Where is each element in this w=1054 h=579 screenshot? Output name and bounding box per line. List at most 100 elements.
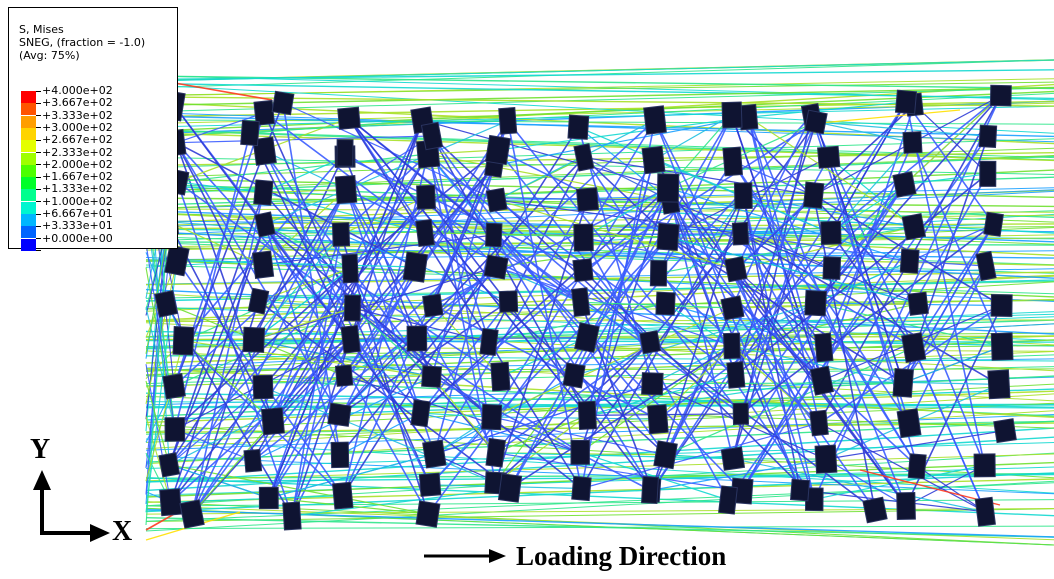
crosslink-node (990, 332, 1014, 361)
fiber (352, 307, 432, 378)
crosslink-node (724, 255, 748, 283)
crosslink-node (252, 136, 277, 166)
crosslink-node (252, 374, 274, 400)
fiber (735, 268, 825, 348)
fiber (182, 340, 274, 422)
crosslink-node (334, 175, 358, 205)
fiber (495, 266, 581, 303)
crosslink-node (406, 325, 428, 352)
legend-value: +3.333e+01 (42, 219, 113, 233)
crosslink-node (732, 402, 749, 425)
crosslink-node (179, 499, 205, 529)
fiber (182, 152, 346, 342)
legend-value: +4.000e+02 (42, 84, 113, 97)
crosslink-node (254, 211, 276, 238)
crosslink-node (656, 222, 680, 252)
fiber (145, 319, 1054, 323)
legend-value: +3.333e+02 (42, 108, 113, 122)
fiber (904, 173, 988, 186)
crosslink-node (820, 220, 842, 245)
fiber (176, 260, 416, 268)
legend-swatch (21, 103, 36, 116)
fiber (291, 487, 511, 517)
legend-tick (36, 164, 41, 166)
fiber (507, 120, 742, 415)
legend-swatch (21, 127, 36, 140)
fiber (491, 307, 733, 418)
crosslink-node (973, 453, 996, 478)
crosslink-node (253, 179, 274, 206)
fiber (191, 420, 274, 515)
crosslink-node (862, 496, 888, 524)
fiber (145, 453, 1054, 482)
legend-tick (36, 250, 41, 252)
crosslink-node (653, 440, 678, 470)
crosslink-node (817, 145, 841, 169)
crosslink-node (571, 475, 592, 502)
legend-tick (36, 152, 41, 153)
crosslink-node (498, 106, 518, 135)
fiber (431, 135, 667, 456)
crosslink-node (484, 134, 511, 166)
crosslink-node (421, 365, 442, 388)
fiber (345, 188, 582, 303)
crosslink-node (987, 369, 1011, 400)
fiber (249, 119, 423, 134)
crosslink-node (162, 373, 186, 400)
fiber (264, 150, 347, 191)
crosslink-node (804, 109, 828, 135)
fiber (176, 112, 265, 144)
crosslink-node (415, 218, 435, 248)
fiber (263, 112, 426, 234)
crosslink-node (643, 105, 667, 135)
legend-swatch (21, 177, 36, 190)
fiber (249, 132, 352, 340)
fiber (145, 438, 1054, 494)
crosslink-node (802, 181, 825, 209)
fiber (500, 337, 588, 378)
fiber (583, 156, 670, 201)
crosslink-node (974, 496, 996, 527)
crosslink-node (271, 90, 295, 116)
legend-title: S, Mises (19, 23, 64, 36)
crosslink-node (172, 326, 195, 356)
legend-tick (36, 139, 41, 141)
legend-subtitle: SNEG, (fraction = -1.0) (19, 36, 146, 49)
legend-swatch (21, 238, 36, 251)
crosslink-node (562, 362, 586, 389)
crosslink-node (575, 187, 600, 212)
fiber (427, 153, 651, 343)
crosslink-node (649, 259, 668, 287)
crosslink-node (164, 417, 186, 442)
fiber (740, 233, 910, 262)
crosslink-node (978, 124, 998, 148)
crosslink-node (336, 139, 354, 167)
legend-tick (36, 201, 41, 203)
crosslink-node (894, 89, 918, 115)
crosslink-node (731, 221, 750, 246)
crosslink-node (570, 287, 591, 318)
fiber (579, 121, 817, 453)
crosslink-node (907, 291, 929, 316)
fiber (799, 489, 986, 513)
fiber (349, 268, 422, 414)
fiber (169, 386, 264, 503)
fiber (902, 265, 987, 384)
fiber (658, 226, 914, 274)
crosslink-node (332, 481, 354, 510)
fiber (828, 156, 915, 228)
crosslink-node (282, 501, 302, 531)
crosslink-node (567, 114, 590, 140)
crosslink-node (159, 488, 183, 517)
crosslink-node (733, 182, 753, 210)
fiber (831, 184, 905, 269)
crosslink-node (410, 399, 431, 428)
legend-swatch (21, 214, 36, 226)
crosslink-node (418, 472, 442, 497)
fiber (583, 187, 669, 239)
fiber (509, 345, 733, 489)
fiber (253, 268, 351, 341)
fiber (815, 95, 1002, 304)
fiber (343, 337, 418, 377)
